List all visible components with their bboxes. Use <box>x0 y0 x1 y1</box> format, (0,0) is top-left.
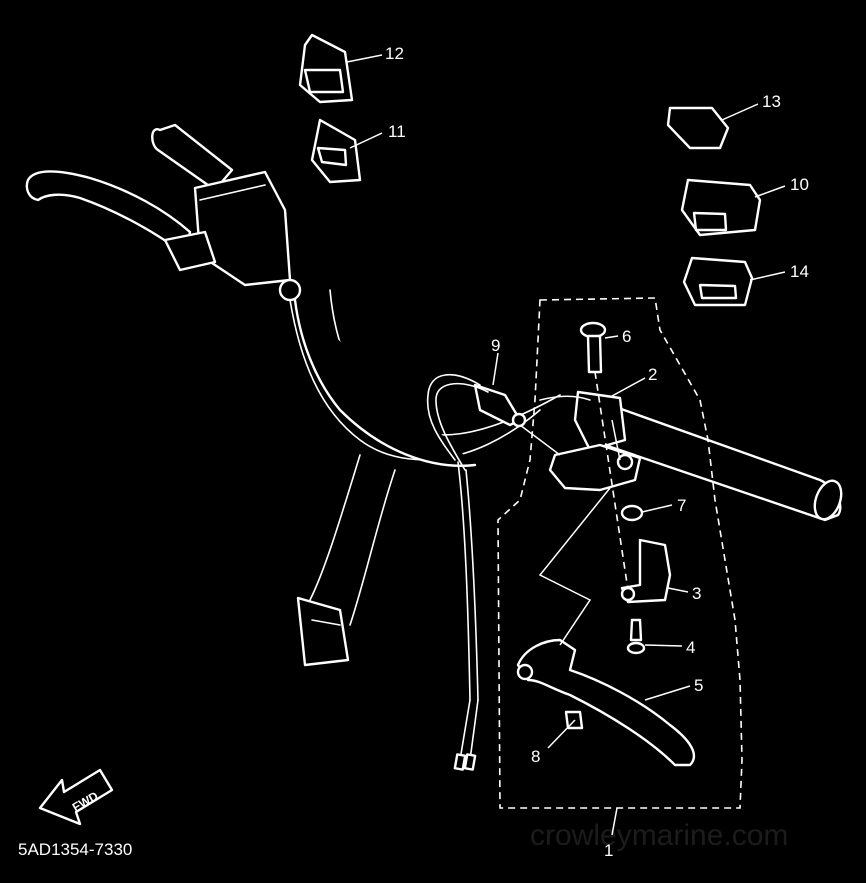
clutch-lever <box>516 638 696 767</box>
lever-holder <box>539 390 642 492</box>
switch-12 <box>298 33 354 104</box>
diagram-code: 5AD1354-7330 <box>18 840 132 859</box>
switch-14 <box>682 256 754 307</box>
assembly-boundary <box>497 297 743 809</box>
callout-10: 10 <box>790 175 809 194</box>
callout-7: 7 <box>677 496 686 515</box>
callout-14: 14 <box>790 262 809 281</box>
callout-6: 6 <box>622 327 631 346</box>
clutch-switch <box>426 373 527 771</box>
right-grip <box>603 403 843 522</box>
switch-11 <box>310 118 362 184</box>
callout-5: 5 <box>694 676 703 695</box>
switch-13 <box>666 106 730 150</box>
watermark-text: crowleymarine.com <box>530 819 788 852</box>
left-brake-lever <box>25 170 217 272</box>
callout-2: 2 <box>648 365 657 384</box>
left-grip <box>151 123 302 302</box>
callout-8: 8 <box>531 747 540 766</box>
nut <box>620 504 644 522</box>
callout-11: 11 <box>388 122 406 141</box>
switch-10 <box>680 178 762 237</box>
bolt <box>579 321 629 591</box>
callout-9: 9 <box>491 336 500 355</box>
callout-3: 3 <box>692 584 701 603</box>
fwd-arrow-icon: FWD <box>38 768 114 826</box>
callout-12: 12 <box>385 44 404 63</box>
bracket <box>620 538 672 604</box>
callout-13: 13 <box>762 92 781 111</box>
screw <box>626 618 646 655</box>
handlebar <box>289 289 561 667</box>
leader-lines <box>346 54 786 836</box>
callout-1: 1 <box>604 841 613 860</box>
callout-4: 4 <box>686 638 695 657</box>
